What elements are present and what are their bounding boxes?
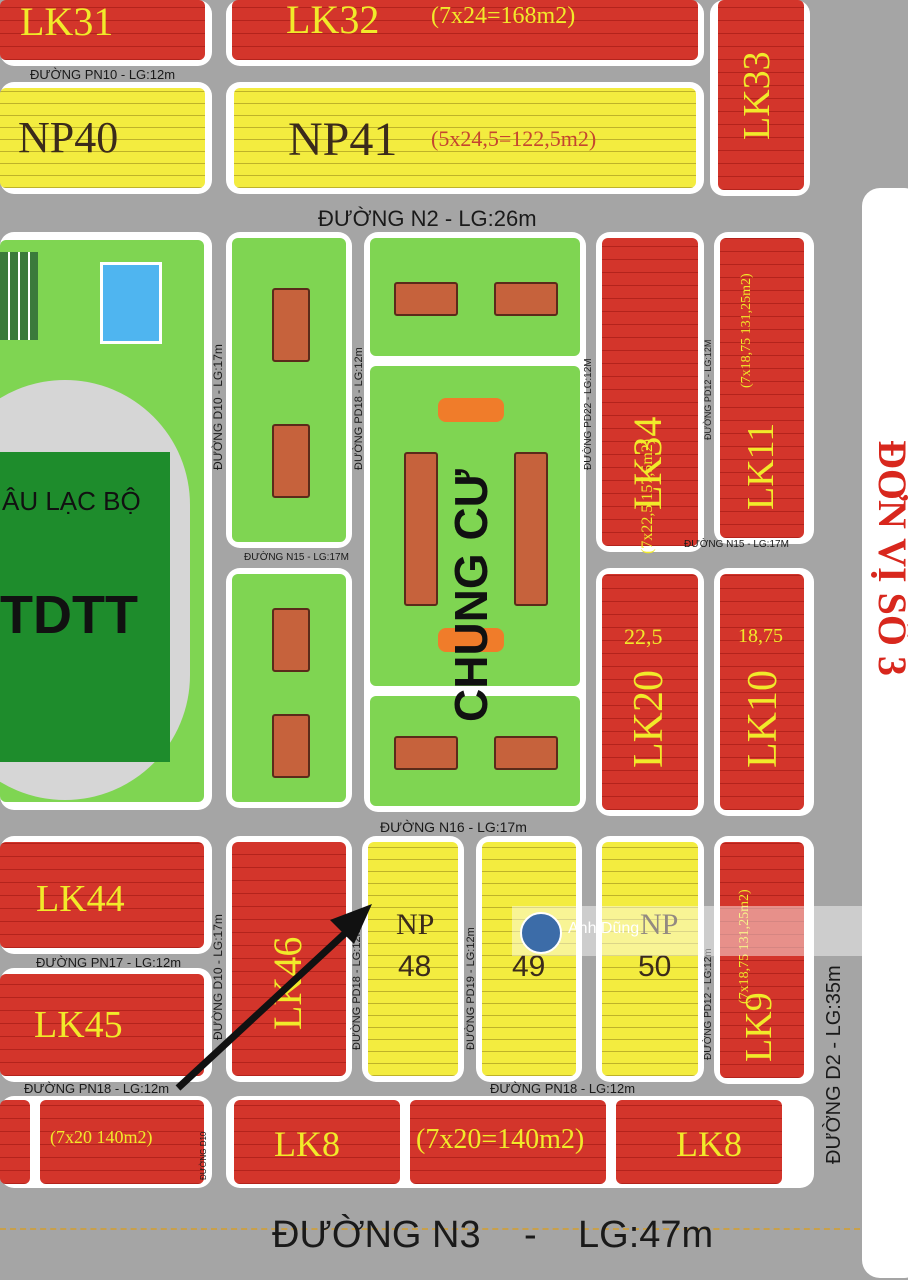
block-lk32: LK32 (7x24=168m2): [226, 0, 704, 66]
lot-dim-lk32: (7x24=168m2): [431, 3, 576, 29]
block-lk11: (7x18,75 131,25m2): [714, 232, 814, 544]
lot-dim-lk20: 22,5: [624, 624, 663, 649]
road-pn18-right: ĐƯỜNG PN18 - LG:12m: [490, 1081, 636, 1096]
watermark-name: Anh Dũng: [568, 920, 640, 937]
block-np50: NP 50: [596, 836, 704, 1082]
lot-label-np50-a: NP: [640, 908, 679, 941]
pool: [100, 262, 162, 344]
watermark-bar: Anh Dũng: [512, 906, 908, 956]
road-n3-dash: -: [524, 1214, 537, 1256]
lot-dim-far-left: (7x20 140m2): [50, 1127, 153, 1147]
road-pn10: ĐƯỜNG PN10 - LG:12m: [30, 67, 176, 82]
road-n3-width: LG:47m: [578, 1214, 714, 1256]
road-n15-right: ĐƯỜNG N15 - LG:17M: [684, 539, 789, 550]
road-n3-name: ĐƯỜNG N3: [272, 1214, 481, 1256]
block-apartment-a: [226, 232, 352, 548]
lot-label-np48-b: 48: [398, 950, 432, 983]
block-lk9: (7x18,75 131,25m2): [714, 836, 814, 1084]
lot-dim-np41: (5x24,5=122,5m2): [431, 126, 597, 151]
lot-label-lk31: LK31: [20, 0, 114, 44]
road-n16: ĐƯỜNG N16 - LG:17m: [380, 819, 527, 835]
block-lk8: LK8 (7x20=140m2) LK8: [226, 1096, 814, 1188]
lot-label-np41: NP41: [288, 113, 398, 166]
lot-label-np49-b: 49: [512, 950, 546, 983]
avatar: [520, 912, 562, 954]
lot-label-lk45: LK45: [34, 1004, 123, 1046]
lot-dim-lk10: 18,75: [738, 625, 783, 647]
block-lk31: LK31: [0, 0, 212, 66]
lot-label-np50-b: 50: [638, 950, 672, 983]
side-label: ĐƠN VỊ SỐ 3: [870, 440, 908, 676]
block-np41: NP41 (5x24,5=122,5m2): [226, 82, 704, 194]
block-lk45: LK45: [0, 968, 212, 1082]
lot-label-lk8-left: LK8: [274, 1124, 340, 1164]
club-label: ÂU LẠC BỘ: [2, 486, 141, 516]
lot-label-np48-a: NP: [396, 908, 435, 941]
block-lk20: 22,5: [596, 568, 704, 816]
block-chung-cu: [364, 232, 586, 812]
block-lk10: 18,75: [714, 568, 814, 816]
block-lk33: [710, 0, 810, 196]
road-n15: ĐƯỜNG N15 - LG:17M: [244, 552, 349, 563]
tdtt-label: TDTT: [0, 585, 138, 645]
block-lk44: LK44: [0, 836, 212, 954]
football-field: [0, 452, 170, 762]
block-lk34: (7x22,5 157,5m2): [596, 232, 704, 554]
right-area: [862, 188, 908, 1278]
n3-centerline: [0, 1228, 860, 1232]
lot-label-np40: NP40: [18, 113, 119, 162]
block-lk46: [226, 836, 352, 1082]
road-pn18: ĐƯỜNG PN18 - LG:12m: [24, 1081, 170, 1096]
road-n2: ĐƯỜNG N2 - LG:26m: [318, 206, 537, 231]
block-sports-club: ÂU LẠC BỘ TDTT: [0, 232, 212, 810]
block-lk-far-left: (7x20 140m2): [0, 1096, 212, 1188]
block-np48: NP 48: [362, 836, 464, 1082]
tennis-courts: [0, 252, 38, 340]
road-pn17: ĐƯỜNG PN17 - LG:12m: [36, 955, 182, 970]
lot-dim-lk8-mid: (7x20=140m2): [416, 1124, 585, 1155]
lot-label-lk32: LK32: [286, 0, 380, 42]
block-np49: 49: [476, 836, 582, 1082]
lot-label-lk8-right: LK8: [676, 1124, 742, 1164]
block-np40: NP40: [0, 82, 212, 194]
block-apartment-b: [226, 568, 352, 808]
lot-label-lk44: LK44: [36, 878, 125, 920]
